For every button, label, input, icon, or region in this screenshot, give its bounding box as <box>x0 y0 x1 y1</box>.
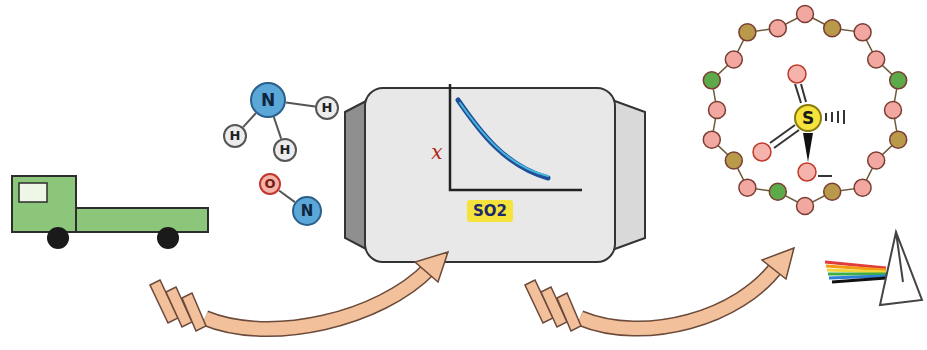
single-bond <box>818 175 832 177</box>
truck-wheel <box>157 227 179 249</box>
converter-outlet <box>612 100 645 250</box>
framework-atom <box>739 24 756 41</box>
framework-atom <box>769 183 786 200</box>
oxygen-atom: O <box>259 173 281 195</box>
graph-curve-highlight <box>460 103 548 176</box>
oxygen-atom <box>798 163 816 181</box>
prism <box>825 232 922 305</box>
process-arrow <box>525 248 794 331</box>
truck-bed <box>74 208 208 232</box>
truck-window <box>19 183 47 202</box>
oxygen-atom <box>788 65 806 83</box>
atom-symbol: SO2 <box>473 203 507 220</box>
double-bond <box>801 84 806 102</box>
axis-label-text: x <box>431 140 442 164</box>
sulfate-bonds <box>753 65 844 181</box>
sulfur-atom: S <box>794 104 822 132</box>
chemical-bond <box>286 102 315 106</box>
hydrogen-atom: H <box>273 138 297 162</box>
framework-atom <box>885 102 902 119</box>
nitrogen-atom: N <box>250 82 286 118</box>
light-ray <box>827 270 886 272</box>
ring-bond <box>712 14 898 206</box>
prism-outline <box>880 232 922 305</box>
framework-atom <box>709 102 726 119</box>
atom-symbol: N <box>301 203 314 220</box>
framework-atom <box>868 51 885 68</box>
atom-symbol: S <box>802 109 814 128</box>
chemical-bond <box>279 191 295 203</box>
framework-atom <box>725 152 742 169</box>
process-arrow <box>150 252 448 331</box>
graph-curve <box>458 100 548 178</box>
axis-label: x <box>431 140 442 164</box>
framework-atom <box>725 51 742 68</box>
framework-atom <box>703 131 720 148</box>
converter-body <box>365 88 615 262</box>
oxygen-atom <box>753 143 771 161</box>
atom-symbol: H <box>280 143 291 157</box>
atom-symbol: N <box>261 91 275 110</box>
atom-symbol: H <box>230 129 241 143</box>
converter <box>345 84 645 262</box>
truck-cab <box>12 176 76 232</box>
framework-atom <box>868 152 885 169</box>
framework-atom <box>797 6 814 23</box>
chemical-bond <box>274 117 281 139</box>
hydrogen-atom: H <box>223 124 247 148</box>
truck <box>12 176 208 249</box>
double-bond <box>774 130 799 148</box>
framework-atom <box>703 72 720 89</box>
wedge-bond <box>803 133 813 162</box>
framework-atom <box>769 20 786 37</box>
nitrogen-atom: N <box>292 196 322 226</box>
framework-atom <box>739 179 756 196</box>
double-bond <box>795 84 801 103</box>
atom-symbol: O <box>264 177 275 191</box>
zeolite-ring <box>703 6 906 215</box>
framework-atom <box>890 131 907 148</box>
framework-atom <box>797 198 814 215</box>
truck-wheel <box>47 227 69 249</box>
framework-atom <box>824 183 841 200</box>
framework-atom <box>854 179 871 196</box>
graph-axes <box>450 84 582 190</box>
double-bond <box>770 125 795 143</box>
light-ray <box>832 278 886 282</box>
atom-symbol: H <box>322 101 333 115</box>
hydrogen-atom: H <box>315 96 339 120</box>
chemical-bond <box>243 113 256 127</box>
framework-atom <box>854 24 871 41</box>
framework-atom <box>890 72 907 89</box>
framework-atom <box>824 20 841 37</box>
hashed-bond <box>826 110 844 124</box>
highlight-band: SO2 <box>467 200 513 223</box>
